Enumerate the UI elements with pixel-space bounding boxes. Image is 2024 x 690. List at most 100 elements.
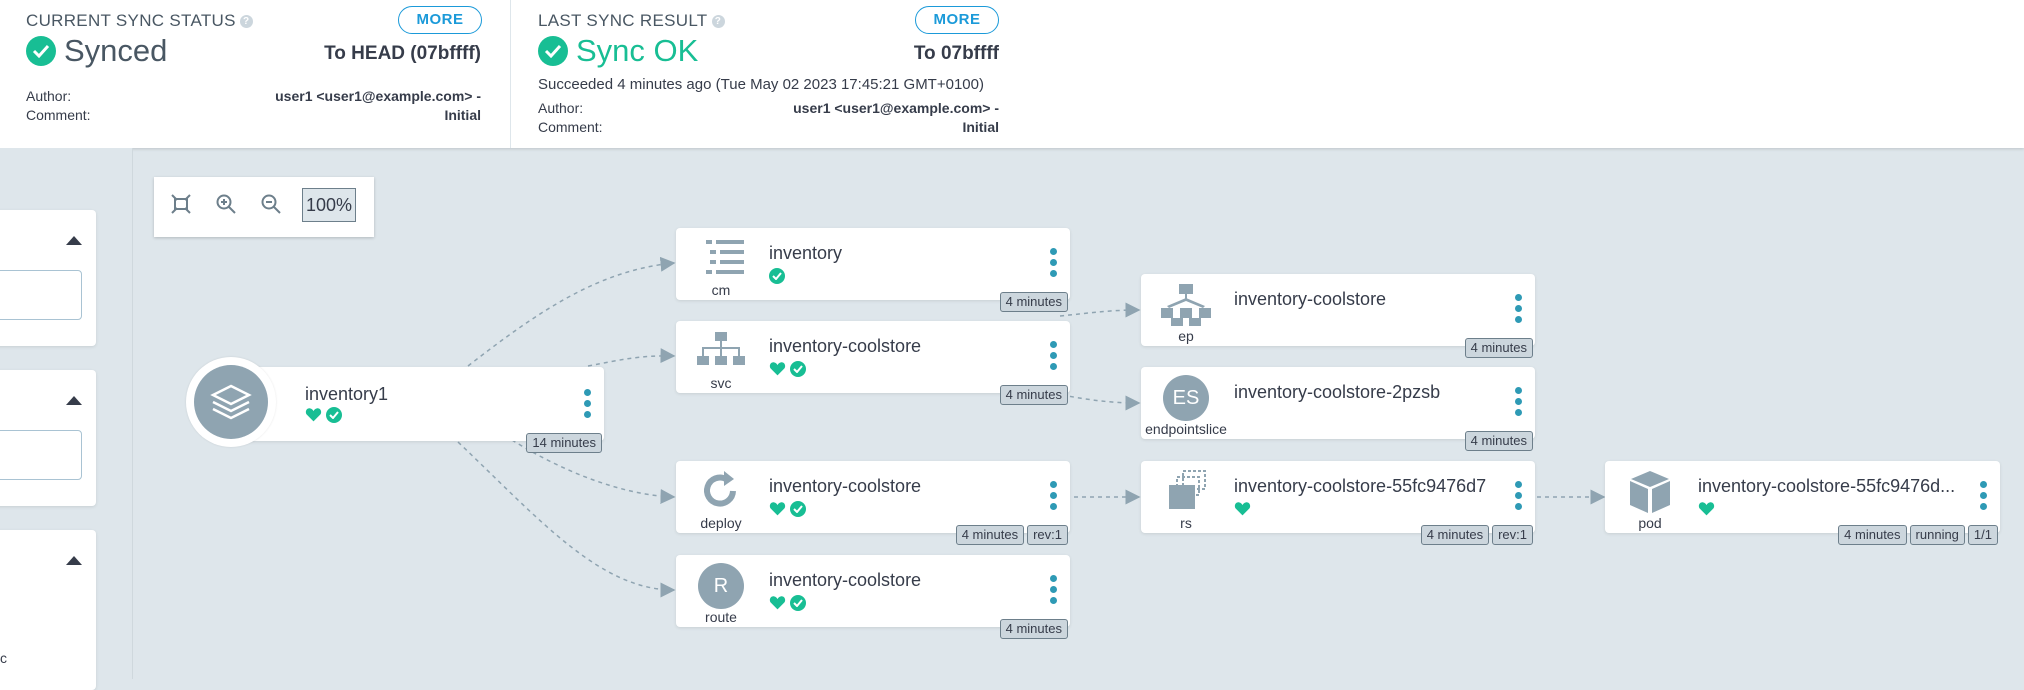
app-node[interactable]: inventory1 14 minutes	[232, 367, 604, 453]
sync-result-text: Sync OK	[576, 33, 699, 68]
last-sync-result-panel: LAST SYNC RESULT? MORE Sync OK To 07bfff…	[511, 0, 1011, 148]
fit-screen-icon[interactable]	[168, 193, 194, 219]
node-name: inventory	[769, 243, 843, 263]
tag-revision: rev:1	[1027, 525, 1068, 545]
route-r-icon: R	[698, 563, 744, 609]
resource-node-pod[interactable]: pod inventory-coolstore-55fc9476d... 4 m…	[1605, 461, 2000, 545]
node-menu-icon[interactable]	[1050, 481, 1057, 511]
layers-icon	[194, 365, 268, 439]
collapse-caret-icon[interactable]	[66, 236, 82, 245]
node-menu-icon[interactable]	[1515, 294, 1522, 324]
node-menu-icon[interactable]	[1515, 387, 1522, 417]
author-label: Author:	[538, 100, 584, 116]
app-menu-icon[interactable]	[584, 389, 591, 419]
synced-check-icon	[790, 361, 806, 377]
zoom-in-icon[interactable]	[213, 193, 239, 219]
filter-card	[0, 210, 96, 346]
node-menu-icon[interactable]	[1050, 341, 1057, 371]
tag-age: 4 minutes	[999, 385, 1068, 405]
resource-node-rs[interactable]: rs inventory-coolstore-55fc9476d7 4 minu…	[1141, 461, 1535, 545]
comment-label: Comment:	[26, 107, 91, 123]
current-sync-status-heading: CURRENT SYNC STATUS?	[26, 11, 253, 31]
zoom-level[interactable]: 100%	[302, 188, 356, 222]
heart-icon	[769, 596, 786, 610]
sync-status-bar: CURRENT SYNC STATUS? MORE Synced To HEAD…	[0, 0, 2024, 148]
node-name: inventory-coolstore	[1234, 289, 1387, 309]
node-kind-label: rs	[1180, 515, 1192, 531]
node-status	[769, 268, 785, 284]
comment-label: Comment:	[538, 119, 603, 135]
node-status	[769, 361, 806, 377]
last-sync-more-button[interactable]: MORE	[915, 6, 999, 34]
collapse-caret-icon[interactable]	[66, 396, 82, 405]
tag-age: 4 minutes	[1464, 431, 1533, 451]
network-icon	[688, 329, 754, 377]
author-value: user1 <user1@example.com> -	[275, 88, 481, 104]
node-menu-icon[interactable]	[1515, 481, 1522, 511]
last-sync-result-heading: LAST SYNC RESULT?	[538, 11, 725, 31]
author-label: Author:	[26, 88, 72, 104]
filter-input[interactable]	[0, 430, 82, 480]
help-icon[interactable]: ?	[239, 15, 253, 29]
node-kind-label: pod	[1638, 515, 1662, 531]
resource-node-endpointslice[interactable]: ES endpointslice inventory-coolstore-2pz…	[1141, 367, 1535, 451]
resource-node-ep[interactable]: ep inventory-coolstore 4 minutes	[1141, 274, 1535, 358]
zoom-out-icon[interactable]	[258, 193, 284, 219]
current-sync-status: Synced	[26, 33, 167, 69]
heart-icon	[769, 362, 786, 376]
check-circle-icon	[538, 36, 568, 66]
app-icon	[186, 357, 276, 447]
current-sync-more-button[interactable]: MORE	[398, 6, 482, 34]
node-menu-icon[interactable]	[1050, 575, 1057, 605]
cube-icon	[1617, 469, 1683, 517]
sitemap-icon	[1153, 282, 1219, 330]
synced-check-icon	[326, 407, 342, 423]
node-name: inventory-coolstore-55fc9476d7	[1234, 476, 1487, 496]
sync-status-text: Synced	[64, 33, 168, 68]
resource-node-cm[interactable]: cm inventory 4 minutes	[676, 228, 1070, 312]
filter-option-label: c	[0, 650, 7, 666]
app-status	[305, 407, 342, 423]
clone-icon	[1153, 469, 1219, 517]
tag-age: 4 minutes	[955, 525, 1025, 545]
divider	[510, 0, 511, 148]
last-sync-status: Sync OK	[538, 33, 698, 69]
node-tags: 4 minutes	[1464, 431, 1533, 451]
list-icon	[688, 236, 754, 284]
synced-check-icon	[769, 268, 785, 284]
resource-node-svc[interactable]: svc inventory-coolstore 4 minutes	[676, 321, 1070, 405]
tag-age: 4 minutes	[1420, 525, 1490, 545]
node-status	[769, 501, 806, 517]
synced-check-icon	[790, 501, 806, 517]
tag-age: 4 minutes	[1464, 338, 1533, 358]
check-circle-icon	[26, 36, 56, 66]
sync-result-revision: To 07bffff	[913, 43, 999, 64]
resource-node-route[interactable]: R route inventory-coolstore 4 minutes	[676, 555, 1070, 639]
filter-card	[0, 370, 96, 506]
node-menu-icon[interactable]	[1050, 248, 1057, 278]
heart-icon	[1234, 502, 1251, 516]
node-tags: 4 minutes	[999, 619, 1068, 639]
node-status	[1698, 501, 1715, 516]
filter-input[interactable]	[0, 270, 82, 320]
collapse-caret-icon[interactable]	[66, 556, 82, 565]
node-kind-label: endpointslice	[1145, 421, 1227, 437]
filter-card: c	[0, 530, 96, 690]
zoom-toolbar: 100%	[154, 177, 374, 237]
refresh-icon	[688, 469, 754, 517]
node-tags: 4 minutes	[999, 292, 1068, 312]
tag-age: 4 minutes	[1838, 525, 1907, 545]
tag-status: running	[1909, 525, 1965, 545]
node-name: inventory-coolstore	[769, 336, 922, 356]
node-kind-label: route	[705, 609, 737, 625]
node-menu-icon[interactable]	[1980, 481, 1987, 511]
heart-icon	[769, 502, 786, 516]
filter-sidebar: c	[0, 148, 133, 690]
app-name: inventory1	[305, 384, 389, 404]
heart-icon	[305, 408, 322, 422]
help-icon[interactable]: ?	[711, 15, 725, 29]
